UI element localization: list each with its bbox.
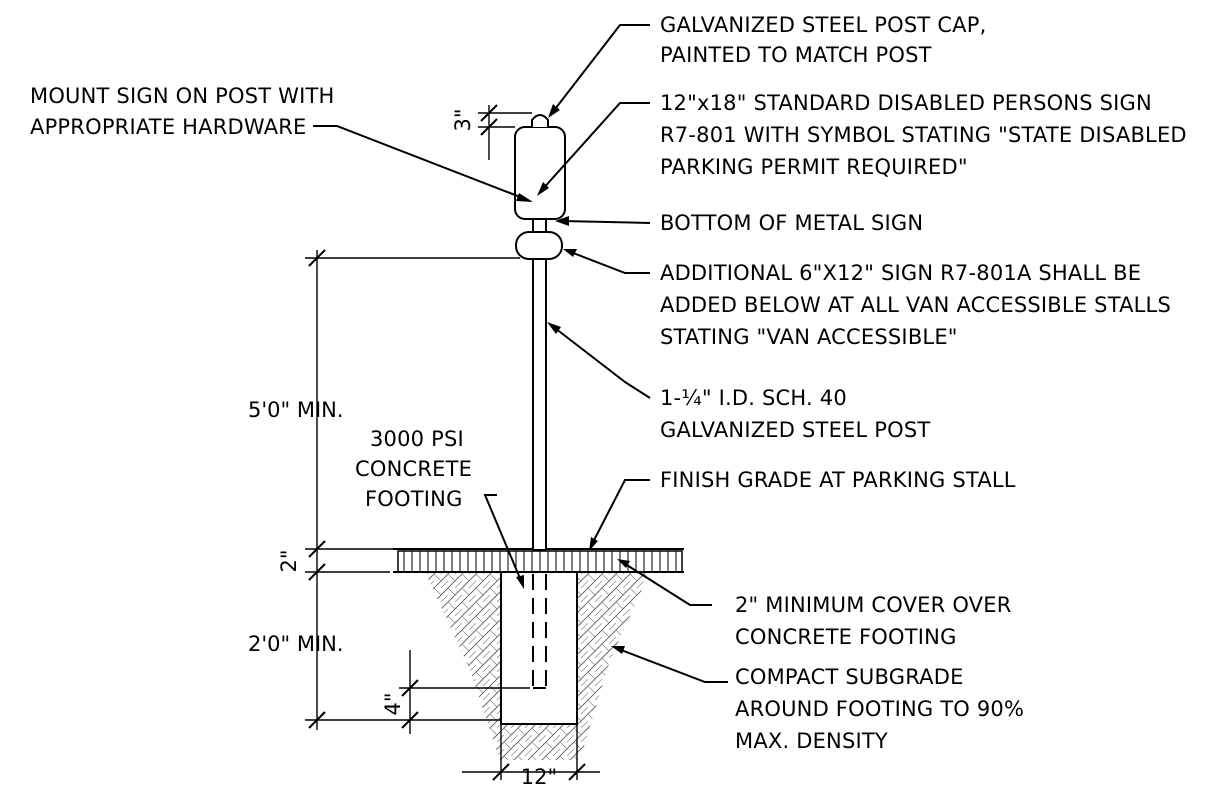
dim-sign-height: 5'0" MIN.: [248, 398, 344, 422]
post-cap-note-2: PAINTED TO MATCH POST: [660, 43, 932, 67]
van-sign-note-2: ADDED BELOW AT ALL VAN ACCESSIBLE STALLS: [660, 293, 1171, 317]
main-sign-note-1: 12"x18" STANDARD DISABLED PERSONS SIGN: [660, 91, 1152, 115]
footing-note-2: CONCRETE: [355, 457, 472, 481]
van-accessible-sign: [515, 231, 563, 260]
post-note-2: GALVANIZED STEEL POST: [660, 418, 930, 442]
bottom-sign-note: BOTTOM OF METAL SIGN: [660, 211, 923, 235]
subgrade-note-1: COMPACT SUBGRADE: [735, 665, 964, 689]
subgrade-note-3: MAX. DENSITY: [735, 729, 888, 753]
main-sign-note-3: PARKING PERMIT REQUIRED": [660, 155, 968, 179]
cover-note-1: 2" MINIMUM COVER OVER: [735, 593, 1012, 617]
concrete-footing: [500, 571, 578, 725]
van-sign-note-1: ADDITIONAL 6"X12" SIGN R7-801A SHALL BE: [660, 261, 1141, 285]
cover-note-2: CONCRETE FOOTING: [735, 625, 957, 649]
post-note-1: 1-¼" I.D. SCH. 40: [660, 386, 847, 410]
footing-note-3: FOOTING: [365, 487, 463, 511]
dim-cover-depth: 2": [277, 549, 301, 572]
cover-layer: [397, 550, 683, 573]
dim-footing-depth: 2'0" MIN.: [248, 632, 344, 656]
post-cap-note-1: GALVANIZED STEEL POST CAP,: [660, 13, 987, 37]
steel-post: [532, 218, 547, 551]
dim-cap-height: 3": [451, 108, 475, 131]
mount-sign-note-2: APPROPRIATE HARDWARE: [30, 115, 307, 139]
finish-grade-note: FINISH GRADE AT PARKING STALL: [660, 468, 1016, 492]
footing-note-1: 3000 PSI: [370, 427, 464, 451]
mount-sign-note-1: MOUNT SIGN ON POST WITH: [30, 84, 335, 108]
subgrade-note-2: AROUND FOOTING TO 90%: [735, 697, 1024, 721]
dim-embed: 4": [381, 692, 405, 715]
van-sign-note-3: STATING "VAN ACCESSIBLE": [660, 325, 958, 349]
post-cap: [531, 114, 549, 127]
main-sign-note-2: R7-801 WITH SYMBOL STATING "STATE DISABL…: [660, 123, 1187, 147]
dim-footing-width: 12": [521, 765, 557, 789]
